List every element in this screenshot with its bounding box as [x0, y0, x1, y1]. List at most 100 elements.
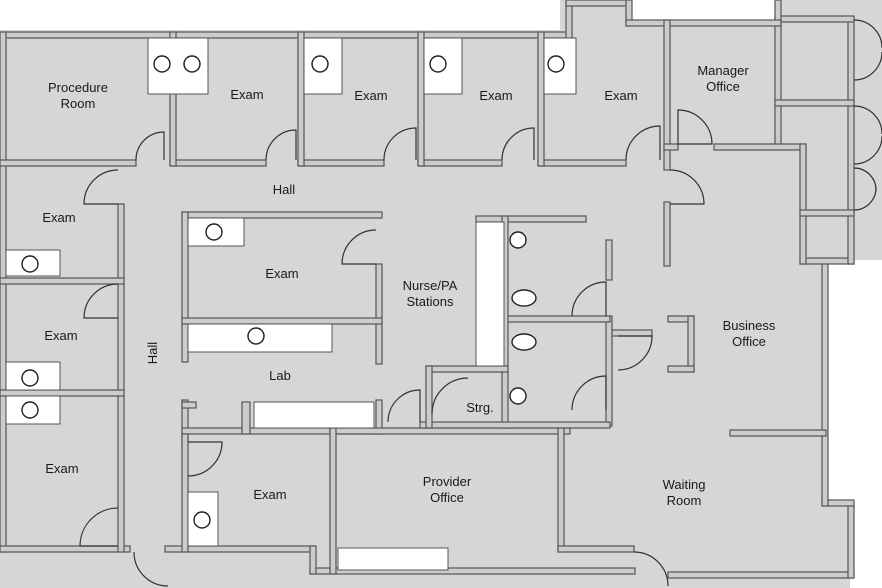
counter-nurse [475, 221, 505, 367]
wall-center-mid [181, 317, 383, 325]
wall-outer-bottom-left [0, 545, 131, 553]
wall-strg-top [425, 365, 509, 373]
wall-outer-top-left [0, 31, 573, 39]
door-exam-3 [501, 127, 535, 161]
wall-top-rooms-bottom-a [0, 159, 137, 167]
door-center-exam [341, 229, 377, 265]
room-label-manager-office: Manager Office [697, 63, 749, 94]
wall-right-lower [847, 503, 855, 579]
wall-left-div-1 [0, 277, 125, 285]
sink-icon [183, 55, 201, 73]
door-exam-1 [265, 129, 297, 161]
wall-provider-left [329, 427, 337, 575]
wall-rest-right [605, 239, 613, 281]
sink-icon [21, 401, 39, 419]
wall-top-rooms-bottom-c [297, 159, 385, 167]
door-business [669, 169, 705, 205]
exterior-top [0, 0, 560, 30]
wall-business-col [799, 143, 807, 265]
wall-top-row-right [625, 19, 782, 27]
wall-top-notch2 [565, 0, 631, 7]
wall-div-3 [417, 31, 425, 167]
exterior-top-right [630, 0, 775, 20]
wall-business-bracket3 [667, 365, 695, 373]
wall-lower-mid [181, 433, 189, 553]
room-label-nurse-stations: Nurse/PA Stations [402, 278, 458, 309]
room-label-exam-bottom: Exam [253, 487, 287, 502]
wall-center-top [181, 211, 383, 219]
wall-lab-bottom2 [181, 401, 197, 409]
wall-provider-bottom [557, 545, 635, 553]
room-label-exam-center: Exam [265, 266, 299, 281]
room-label-hall-top: Hall [272, 182, 296, 197]
room-label-exam-3: Exam [479, 88, 513, 103]
wall-rest-mid [505, 315, 611, 323]
door-business-inner [617, 335, 653, 371]
room-label-exam-left-3: Exam [45, 461, 79, 476]
exterior-right-notch [822, 260, 882, 510]
wall-top-rooms-bottom-d [417, 159, 503, 167]
wall-div-5 [663, 19, 671, 171]
room-label-procedure: Procedure Room [48, 80, 108, 111]
door-left-1 [83, 169, 119, 205]
wall-business-left [663, 201, 671, 267]
door-bottom-right [633, 551, 669, 587]
wall-business-lower [729, 429, 827, 437]
door-rest-2 [571, 375, 607, 411]
wall-div-2 [297, 31, 305, 167]
wall-manager-bottom [663, 143, 679, 151]
wall-top-right [774, 15, 855, 23]
sink-icon [429, 55, 447, 73]
wall-top-rooms-bottom-b [169, 159, 267, 167]
room-label-exam-2: Exam [354, 88, 388, 103]
door-strg [431, 377, 469, 415]
counter-provider [337, 547, 449, 571]
sink-icon [21, 369, 39, 387]
wall-right-step [799, 257, 855, 265]
wall-lab-bottom3 [241, 401, 251, 435]
sink-icon [193, 511, 211, 529]
sink-icon [509, 231, 527, 249]
door-closet-3 [853, 167, 877, 211]
room-label-exam-left-1: Exam [42, 210, 76, 225]
wall-right-mid [821, 257, 829, 507]
room-label-waiting-room: Waiting Room [662, 477, 706, 508]
wall-center-left [181, 211, 189, 363]
wall-right-top-col [847, 19, 855, 265]
door-rest-1 [571, 281, 607, 317]
room-label-exam-left-2: Exam [44, 328, 78, 343]
wall-outer-left [0, 31, 7, 553]
room-label-exam-1: Exam [230, 87, 264, 102]
room-label-provider-office: Provider Office [422, 474, 472, 505]
wall-top-rooms-bottom-e [537, 159, 627, 167]
wall-div-1 [169, 31, 177, 167]
wall-div-4 [537, 31, 545, 167]
wall-bottom-notch [309, 545, 317, 575]
room-label-lab: Lab [269, 368, 291, 383]
wall-manager-bottom2 [713, 143, 807, 151]
wall-rest-right2 [605, 315, 613, 427]
wall-rest-top [475, 215, 587, 223]
wall-center-right [375, 263, 383, 365]
sink-icon [21, 255, 39, 273]
wall-left-div-2 [0, 389, 125, 397]
exterior-bottom-right [850, 510, 882, 588]
door-left-2 [83, 283, 119, 319]
room-label-business-office: Business Office [722, 318, 776, 349]
door-exam-4 [625, 125, 661, 161]
sink-icon [247, 327, 265, 345]
wall-business-div [611, 329, 653, 337]
room-label-hall-left: Hall [145, 341, 160, 365]
door-left-3 [79, 507, 119, 547]
wall-bottom-right [667, 571, 855, 579]
wall-strg-left [425, 365, 433, 429]
wall-closet-1 [774, 99, 855, 107]
wall-lower-top [329, 427, 571, 435]
door-exam-2 [383, 127, 417, 161]
room-label-storage: Strg. [466, 400, 494, 415]
sink-icon [153, 55, 171, 73]
wall-rest-bottom [419, 421, 611, 429]
sink-icon [205, 223, 223, 241]
door-manager [677, 109, 713, 145]
